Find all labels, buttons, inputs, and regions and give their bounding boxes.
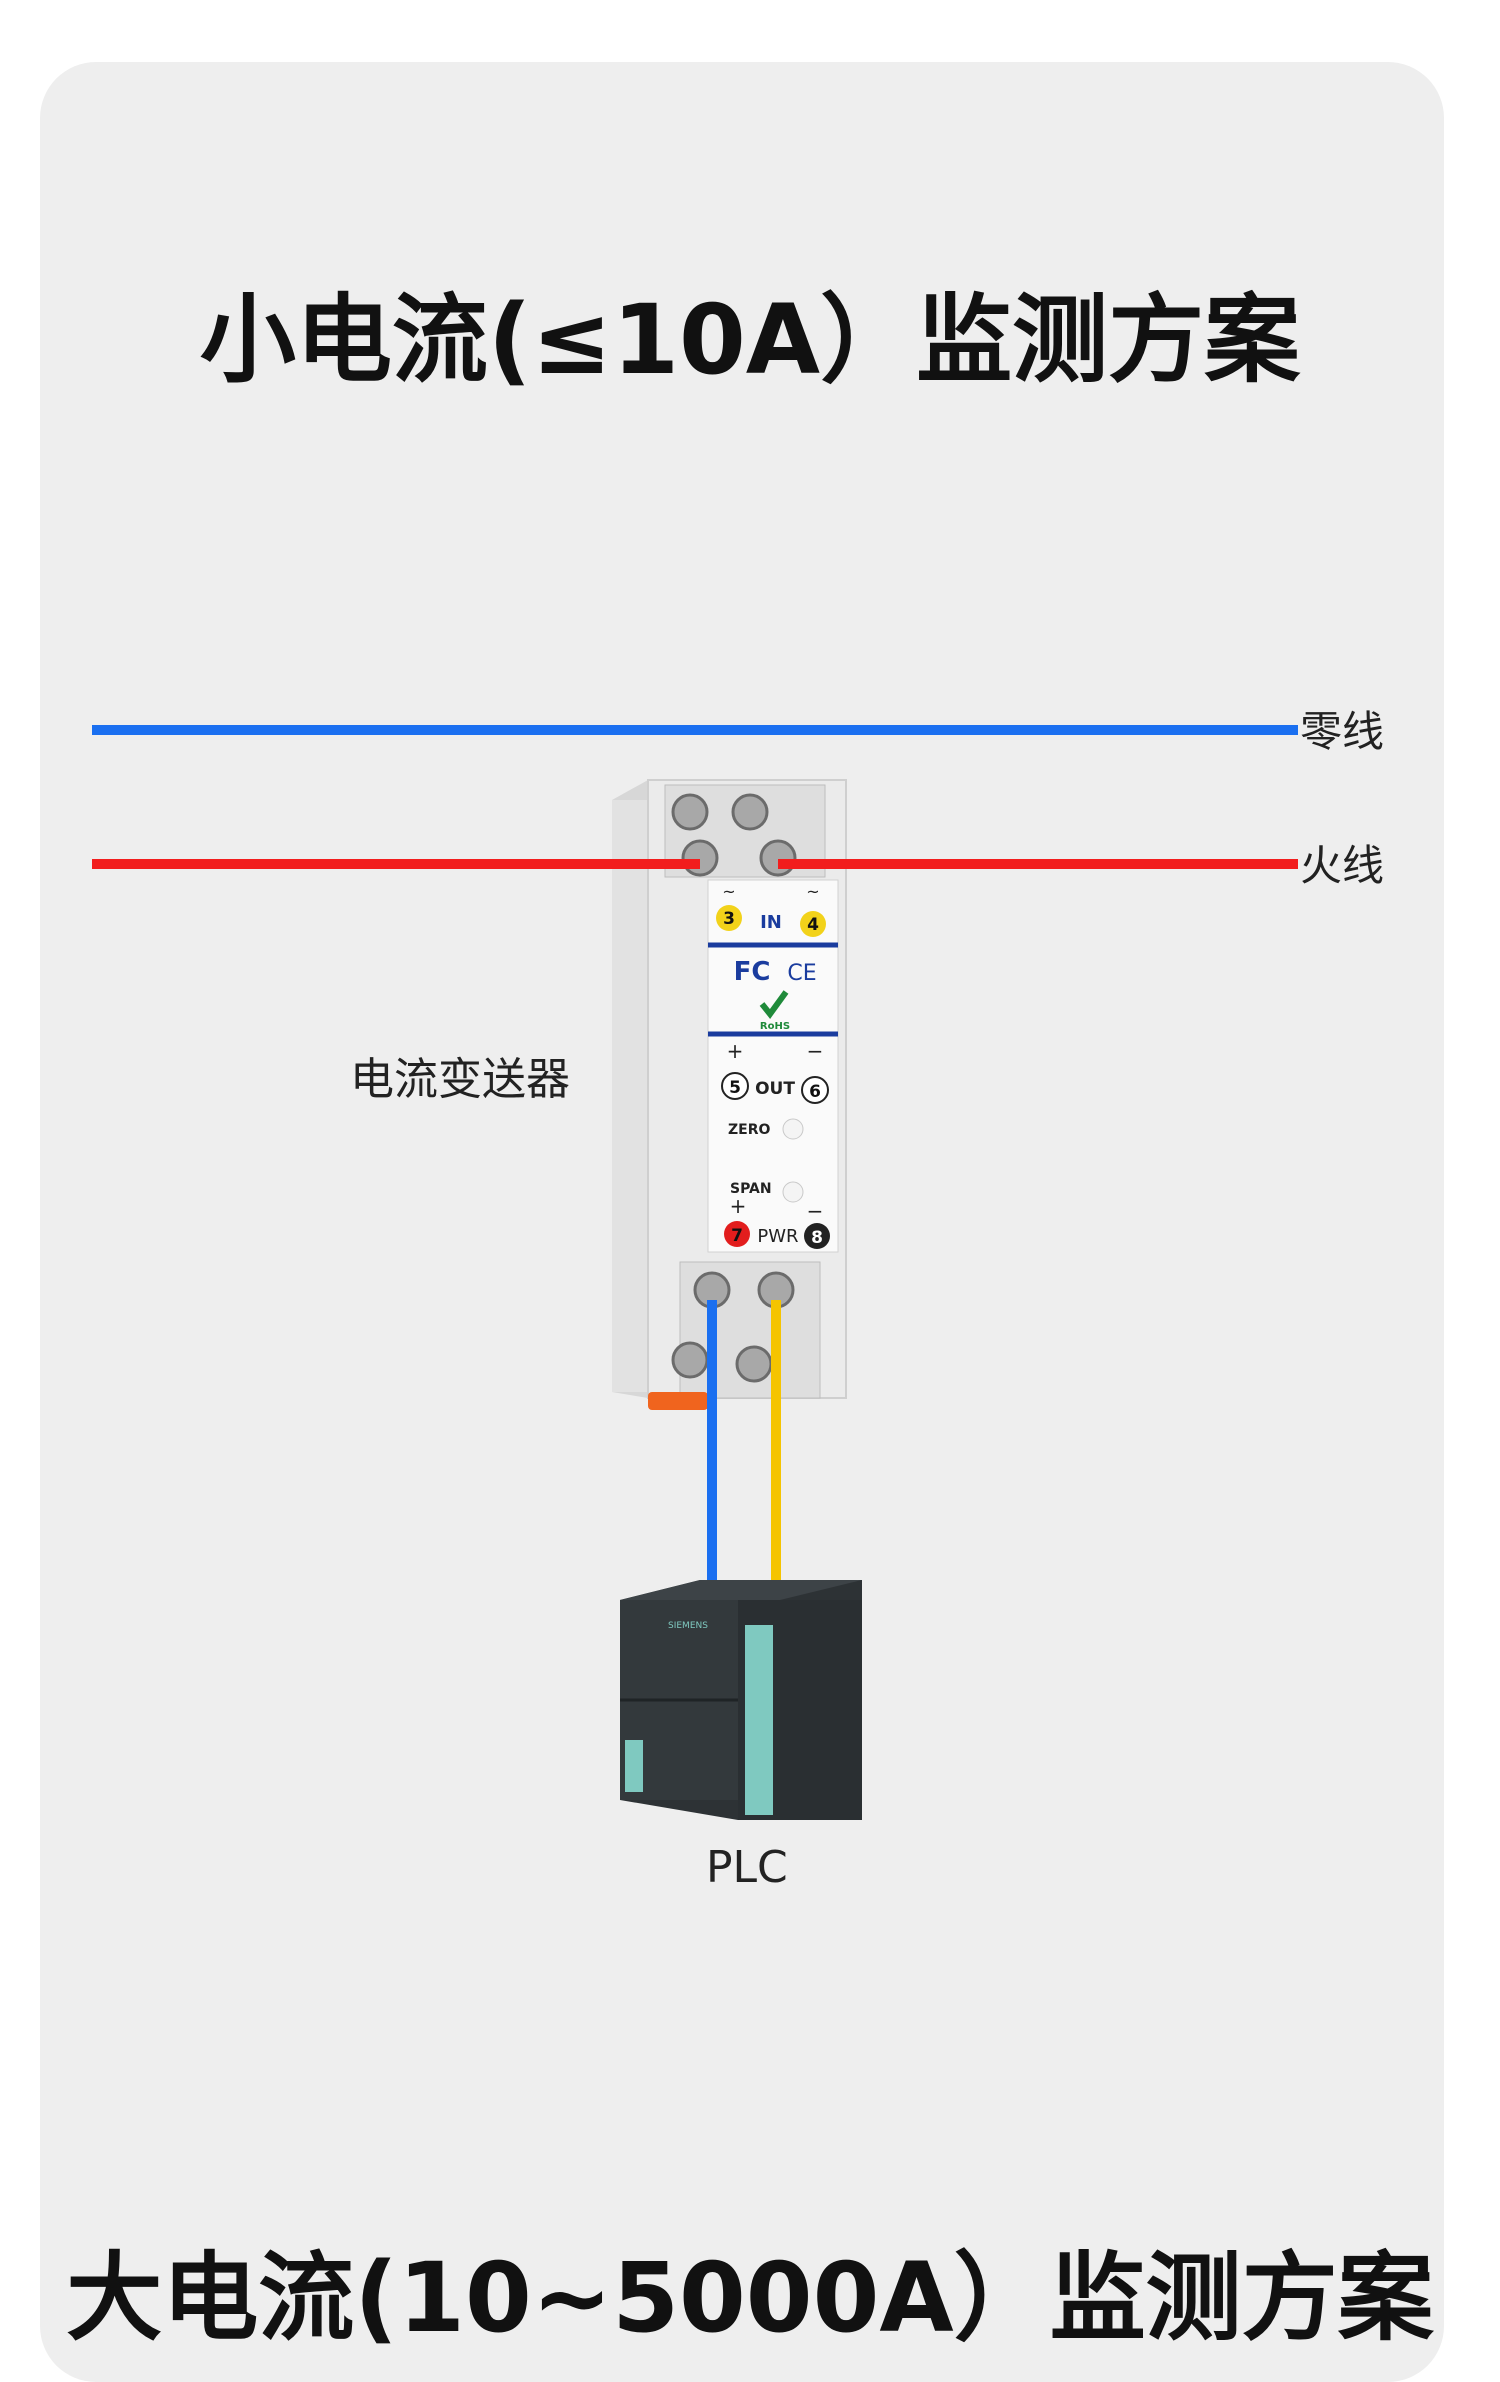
terminal-4-number: 4	[807, 915, 819, 935]
out-label: OUT	[755, 1079, 795, 1099]
in-label: IN	[760, 912, 782, 933]
wiring-diagram: 零线 ~ ~ 3 4 IN FC CE RoHS + − 5	[92, 707, 1384, 1820]
rohs-check-icon	[759, 990, 789, 1019]
screw-icon	[731, 793, 769, 831]
screw-icon	[735, 1345, 773, 1383]
span-adjust-pot	[782, 1181, 804, 1203]
terminal-5-number: 5	[729, 1078, 741, 1098]
terminal-8-number: 8	[811, 1228, 823, 1248]
terminal-5-marker	[721, 1072, 749, 1100]
section-title-large-current: 大电流(10~5000A）监测方案	[66, 2242, 1434, 2354]
ce-mark: CE	[787, 961, 816, 986]
plus-sign: +	[727, 1039, 744, 1063]
zero-adjust-pot	[782, 1118, 804, 1140]
minus-sign: −	[807, 1199, 824, 1223]
screw-icon	[759, 839, 797, 877]
span-label: SPAN	[730, 1181, 772, 1197]
tilde-icon: ~	[806, 882, 819, 901]
transmitter-label: 电流变送器	[350, 1054, 570, 1105]
plc-label: PLC	[706, 1842, 788, 1893]
din-rail-clip	[648, 1392, 708, 1410]
section-title-small-current: 小电流(≤10A）监测方案	[199, 284, 1301, 396]
rohs-mark: RoHS	[760, 1021, 790, 1032]
terminal-7-marker	[724, 1221, 750, 1247]
fc-mark: FC	[734, 957, 771, 987]
terminal-8-marker	[804, 1223, 830, 1249]
terminal-3-number: 3	[723, 909, 735, 929]
terminal-4-marker	[800, 911, 826, 937]
minus-sign: −	[807, 1039, 824, 1063]
pwr-label: PWR	[757, 1226, 798, 1247]
live-wire-label: 火线	[1300, 841, 1384, 890]
plc-io-strip	[745, 1625, 773, 1815]
tilde-icon: ~	[722, 882, 735, 901]
current-transmitter: ~ ~ 3 4 IN FC CE RoHS + − 5 6 OUT ZERO S…	[612, 779, 847, 1410]
terminal-6-marker	[801, 1076, 829, 1104]
transmitter-front-label	[707, 879, 839, 1253]
plc-brand: SIEMENS	[668, 1621, 708, 1631]
terminal-3-marker	[716, 905, 742, 931]
plc-device: SIEMENS	[620, 1580, 862, 1820]
zero-label: ZERO	[728, 1122, 770, 1138]
plc-connector	[625, 1740, 643, 1792]
screw-icon	[671, 1341, 709, 1379]
terminal-7-number: 7	[731, 1226, 743, 1246]
plc-top	[620, 1580, 862, 1600]
plus-sign: +	[730, 1194, 747, 1218]
neutral-wire-label: 零线	[1300, 707, 1384, 756]
screw-icon	[681, 839, 719, 877]
screw-icon	[671, 793, 709, 831]
terminal-6-number: 6	[809, 1082, 821, 1102]
transmitter-side-panel	[612, 800, 648, 1392]
